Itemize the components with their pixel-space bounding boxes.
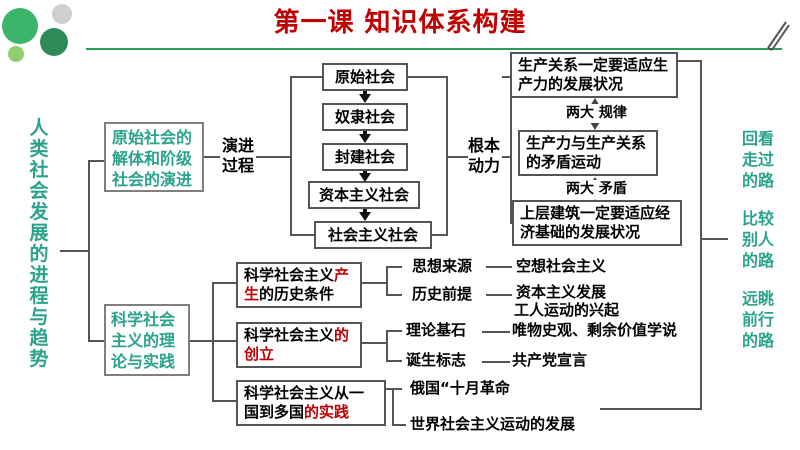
law-box-2: 生产力与生产关系的矛盾运动 [518, 130, 658, 176]
sub1-item1-value: 空想社会主义 [516, 257, 607, 275]
sub3-bracket [392, 388, 394, 426]
sub3-item2: 世界社会主义运动的发展 [410, 415, 576, 433]
branch2-connector [190, 340, 212, 342]
arrow-stem-1 [363, 91, 367, 96]
branch2-box: 科学社会主义的理论与实践 [104, 304, 190, 376]
arrow-stem-2 [363, 131, 367, 136]
two-laws-label: 两大 规律 [566, 104, 666, 123]
sub1-item2-label: 历史前提 [412, 285, 473, 303]
two-contradictions-label: 两大 矛盾 [566, 180, 666, 199]
sub2-item2-label: 诞生标志 [406, 351, 467, 369]
sub3-bracket-bottom [392, 424, 406, 426]
decor-circle-gray [52, 4, 72, 24]
sub2-box: 科学社会主义的创立 [236, 322, 362, 368]
laws-bracket [510, 76, 512, 224]
sub2-bracket [386, 330, 388, 362]
decor-circle-medium [40, 28, 68, 56]
sub1-item2-value2: 工人运动的兴起 [514, 301, 620, 319]
branch2-to-sub2 [212, 340, 236, 342]
law-box-3: 上层建筑一定要适应经济基础的发展状况 [512, 200, 682, 246]
law-box-1: 生产关系一定要适应生产力的发展状况 [510, 52, 678, 98]
sub1-connector [362, 282, 386, 284]
branch1-connector [204, 156, 220, 158]
stages-bracket-right-top [408, 76, 448, 78]
sub1-bracket-top [386, 266, 402, 268]
title-underline [86, 48, 782, 50]
left-bracket-bottom [88, 340, 104, 342]
left-bracket-top [88, 160, 104, 162]
arrow-down-4 [359, 212, 371, 221]
right-group-2: 比较 别人 的路 [741, 209, 774, 270]
sub3-item1: 俄国“十月革命 [410, 379, 510, 397]
right-bracket-vertical [700, 60, 702, 410]
sub1-item2-value: 资本主义发展 [516, 283, 607, 301]
sub2-item2-value: 共产党宣言 [512, 351, 588, 369]
process-label: 演进过程 [221, 136, 254, 175]
stages-to-driver [446, 156, 468, 158]
left-bracket-vertical [88, 160, 90, 342]
stage-feudal: 封建社会 [322, 143, 408, 171]
sub1-bracket [386, 266, 388, 296]
sub1-item1-label: 思想来源 [412, 257, 473, 275]
decor-circle-large [2, 8, 38, 44]
sub1-box: 科学社会主义产生的历史条件 [236, 262, 362, 308]
stage-primitive: 原始社会 [322, 63, 408, 91]
arrow-down-law [590, 122, 600, 130]
page-title: 第一课 知识体系构建 [273, 8, 527, 38]
stage-socialist: 社会主义社会 [314, 221, 432, 249]
sub2-item1-value: 唯物史观、剩余价值学说 [512, 321, 678, 339]
stages-bracket-left [290, 76, 292, 236]
sub2-item1-dash [482, 331, 510, 333]
arrow-down-3 [359, 173, 371, 182]
sub2-bracket-top [386, 330, 402, 332]
branch2-to-sub1 [212, 282, 236, 284]
sub2-item2-dash [482, 361, 510, 363]
stages-bracket-right-bottom [432, 234, 448, 236]
right-bracket-top [678, 60, 702, 62]
process-connector [256, 156, 290, 158]
driver-label: 根本动力 [467, 136, 500, 175]
sub3-box: 科学社会主义从一国到多国的实践 [236, 380, 386, 426]
arrow-up-law [590, 98, 600, 106]
right-group-3: 远眺 前行 的路 [741, 289, 774, 350]
stage-slave: 奴隶社会 [322, 103, 408, 131]
stages-bracket-top [290, 76, 322, 78]
arrow-down-1 [359, 94, 371, 103]
laws-bracket-top [502, 76, 512, 78]
stages-bracket-bottom [290, 234, 314, 236]
right-bracket-stem [700, 238, 728, 240]
sub2-bracket-bottom [386, 360, 402, 362]
left-vertical-title: 人 类 社 会 发 展 的 进 程 与 趋 势 [29, 117, 49, 370]
branch2-to-sub3 [212, 400, 236, 402]
sub2-connector [362, 342, 386, 344]
stage-capitalist: 资本主义社会 [308, 181, 420, 209]
arrow-down-2 [359, 134, 371, 143]
sub1-bracket-bottom [386, 294, 402, 296]
left-bracket-stem [60, 250, 88, 252]
arrow-stem-4 [363, 209, 367, 214]
driver-connector [502, 156, 510, 158]
pencil-icon [767, 21, 790, 51]
sub2-item1-label: 理论基石 [406, 321, 467, 339]
right-bracket-bottom [600, 408, 702, 410]
sub3-bracket-top [386, 388, 402, 390]
branch1-box: 原始社会的解体和阶级社会的演进 [104, 122, 204, 192]
right-group-1: 回看 走过 的路 [741, 129, 774, 190]
sub1-item2-dash [486, 294, 512, 296]
sub1-item1-dash [486, 266, 512, 268]
decor-circle-small [8, 46, 24, 62]
